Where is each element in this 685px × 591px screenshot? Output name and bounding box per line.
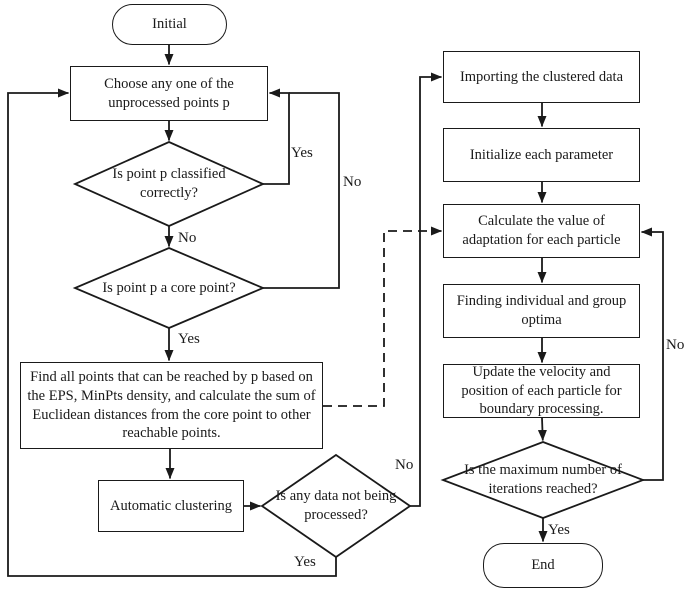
edge-label-core-no: No: [343, 174, 362, 190]
node-optima-label: Finding individual and group optima: [456, 293, 627, 328]
node-initialize-label: Initialize each parameter: [469, 146, 614, 163]
edge-label-unprocessed-no: No: [395, 457, 414, 473]
node-finding-optima: Finding individual and group optima: [443, 284, 640, 338]
decision-max-iterations-label: Is the maximum number of iterations reac…: [464, 462, 622, 497]
node-update-label: Update the velocity and position of each…: [461, 363, 622, 418]
edge-update-to-max: [537, 417, 547, 441]
edge-label-max-yes: Yes: [548, 522, 570, 538]
edge-find-dashed-to-calculate: [323, 226, 442, 407]
node-importing-label: Importing the clustered data: [459, 68, 624, 85]
node-end: End: [483, 543, 603, 588]
edge-max-no-loop: [641, 227, 664, 481]
node-end-label: End: [531, 557, 555, 574]
edge-label-core-yes: Yes: [178, 331, 200, 347]
node-automatic-clustering: Automatic clustering: [98, 480, 244, 532]
decision-core-label: Is point p a core point?: [102, 279, 236, 296]
node-initial: Initial: [112, 4, 227, 45]
edge-core-no-loop: [263, 92, 340, 289]
node-calculate-label: Calculate the value of adaptation for ea…: [462, 213, 621, 248]
decision-data-not-processed-text: Is any data not being processed?: [272, 480, 400, 532]
decision-classified-text: Is point p classified correctly?: [95, 160, 243, 208]
node-importing-clustered-data: Importing the clustered data: [443, 51, 640, 103]
decision-classified-label: Is point p classified correctly?: [112, 166, 226, 201]
node-initialize-parameters: Initialize each parameter: [443, 128, 640, 182]
edge-classified-yes-loop: [263, 88, 290, 185]
edge-label-classified-no: No: [178, 230, 197, 246]
node-update-velocity-position: Update the velocity and position of each…: [443, 364, 640, 418]
edge-unprocessed-no-to-importing: [410, 72, 442, 507]
node-initial-label: Initial: [152, 16, 187, 33]
node-find-label: Find all points that can be reached by p…: [27, 368, 316, 442]
decision-core-point-text: Is point p a core point?: [85, 272, 253, 304]
node-clustering-label: Automatic clustering: [109, 497, 232, 514]
edge-unprocessed-yes-loop: [7, 88, 337, 577]
edge-label-unprocessed-yes: Yes: [294, 554, 316, 570]
decision-unprocessed-label: Is any data not being processed?: [275, 488, 397, 523]
edge-label-classified-yes: Yes: [291, 145, 313, 161]
node-calculate-adaptation: Calculate the value of adaptation for ea…: [443, 204, 640, 258]
decision-max-iterations-text: Is the maximum number of iterations reac…: [453, 458, 633, 502]
edge-label-max-no: No: [666, 337, 685, 353]
node-choose-unprocessed-point: Choose any one of the unprocessed points…: [70, 66, 268, 121]
node-find-reachable-points: Find all points that can be reached by p…: [20, 362, 323, 449]
node-choose-label: Choose any one of the unprocessed points…: [104, 75, 234, 111]
